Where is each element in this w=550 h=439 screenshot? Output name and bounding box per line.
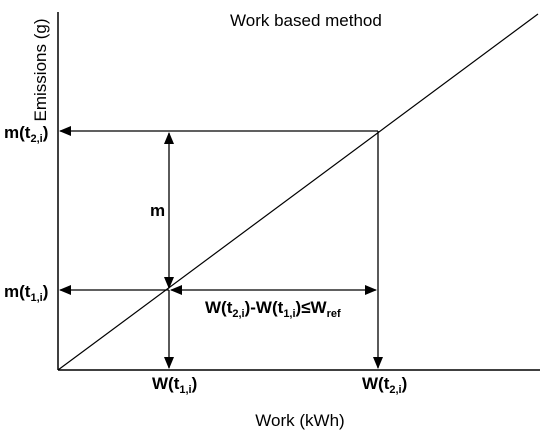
x-axis-label: Work (kWh) (255, 411, 344, 430)
label-m-t2: m(t2,i) (4, 123, 48, 145)
label-condition: W(t2,i)-W(t1,i)≤Wref (205, 298, 341, 320)
y-axis-label: Emissions (g) (31, 19, 50, 122)
work-emission-line (57, 13, 539, 371)
label-w-t1: W(t1,i) (152, 374, 197, 396)
diagram-title: Work based method (230, 11, 382, 30)
label-w-t2: W(t2,i) (362, 374, 407, 396)
label-m-t1: m(t1,i) (4, 282, 48, 304)
label-m: m (150, 201, 165, 220)
